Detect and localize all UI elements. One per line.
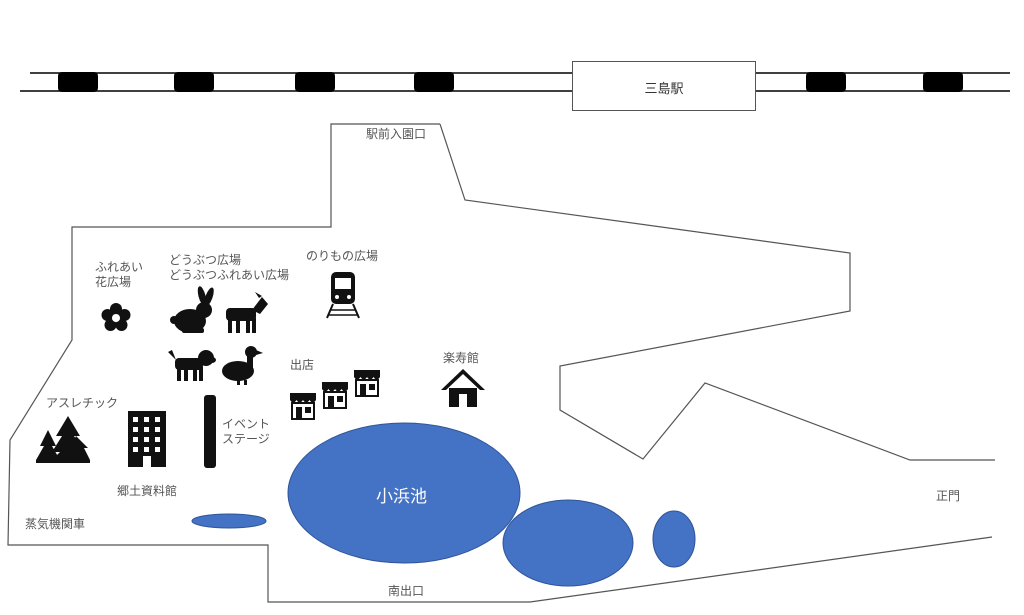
flower-icon (101, 303, 131, 331)
park-boundary (439, 123, 995, 461)
label-local-museum: 郷土資料館 (117, 484, 178, 498)
mishima-station-box: 三島駅 (572, 61, 756, 111)
rail-car (58, 72, 98, 92)
rabbit-icon (170, 286, 214, 333)
label-south-exit: 南出口 (388, 584, 425, 598)
goat-icon (226, 292, 268, 333)
label-athletic: アスレチック (46, 396, 119, 410)
shop-icon (290, 393, 316, 420)
rail-car (414, 72, 454, 92)
label-ekimae-gate: 駅前入園口 (366, 127, 427, 141)
railway (20, 72, 1010, 92)
label-kohama-pond: 小浜池 (376, 487, 427, 507)
rail-car (174, 72, 214, 92)
shop-icon (354, 370, 380, 397)
label-rides-plaza: のりもの広場 (306, 249, 379, 263)
kohama-pond (287, 422, 521, 564)
label-shops: 出店 (290, 358, 315, 372)
rail-car (295, 72, 335, 92)
station-name: 三島駅 (644, 82, 684, 97)
pond-small (652, 510, 696, 568)
park-boundary-west (7, 123, 993, 603)
label-event-stage: イベント ステージ (222, 417, 271, 446)
label-fureai-flower: ふれあい 花広場 (95, 260, 144, 289)
duck-icon (222, 346, 263, 385)
label-animal-plaza: どうぶつ広場 どうぶつふれあい広場 (169, 253, 290, 282)
label-steam-locomotive: 蒸気機関車 (25, 517, 86, 531)
label-main-gate: 正門 (936, 489, 961, 503)
pond-medium (502, 499, 634, 587)
shop-icon (322, 382, 348, 409)
label-rakujukan: 楽寿館 (443, 351, 480, 365)
trees-icon (36, 416, 90, 463)
rail-car (806, 72, 846, 92)
building-icon (128, 411, 166, 467)
dog-icon (168, 350, 216, 381)
house-icon (441, 369, 485, 407)
pond-tiny (191, 513, 267, 529)
train-icon (326, 272, 360, 319)
rail-car (923, 72, 963, 92)
event-stage-bar (204, 395, 216, 468)
